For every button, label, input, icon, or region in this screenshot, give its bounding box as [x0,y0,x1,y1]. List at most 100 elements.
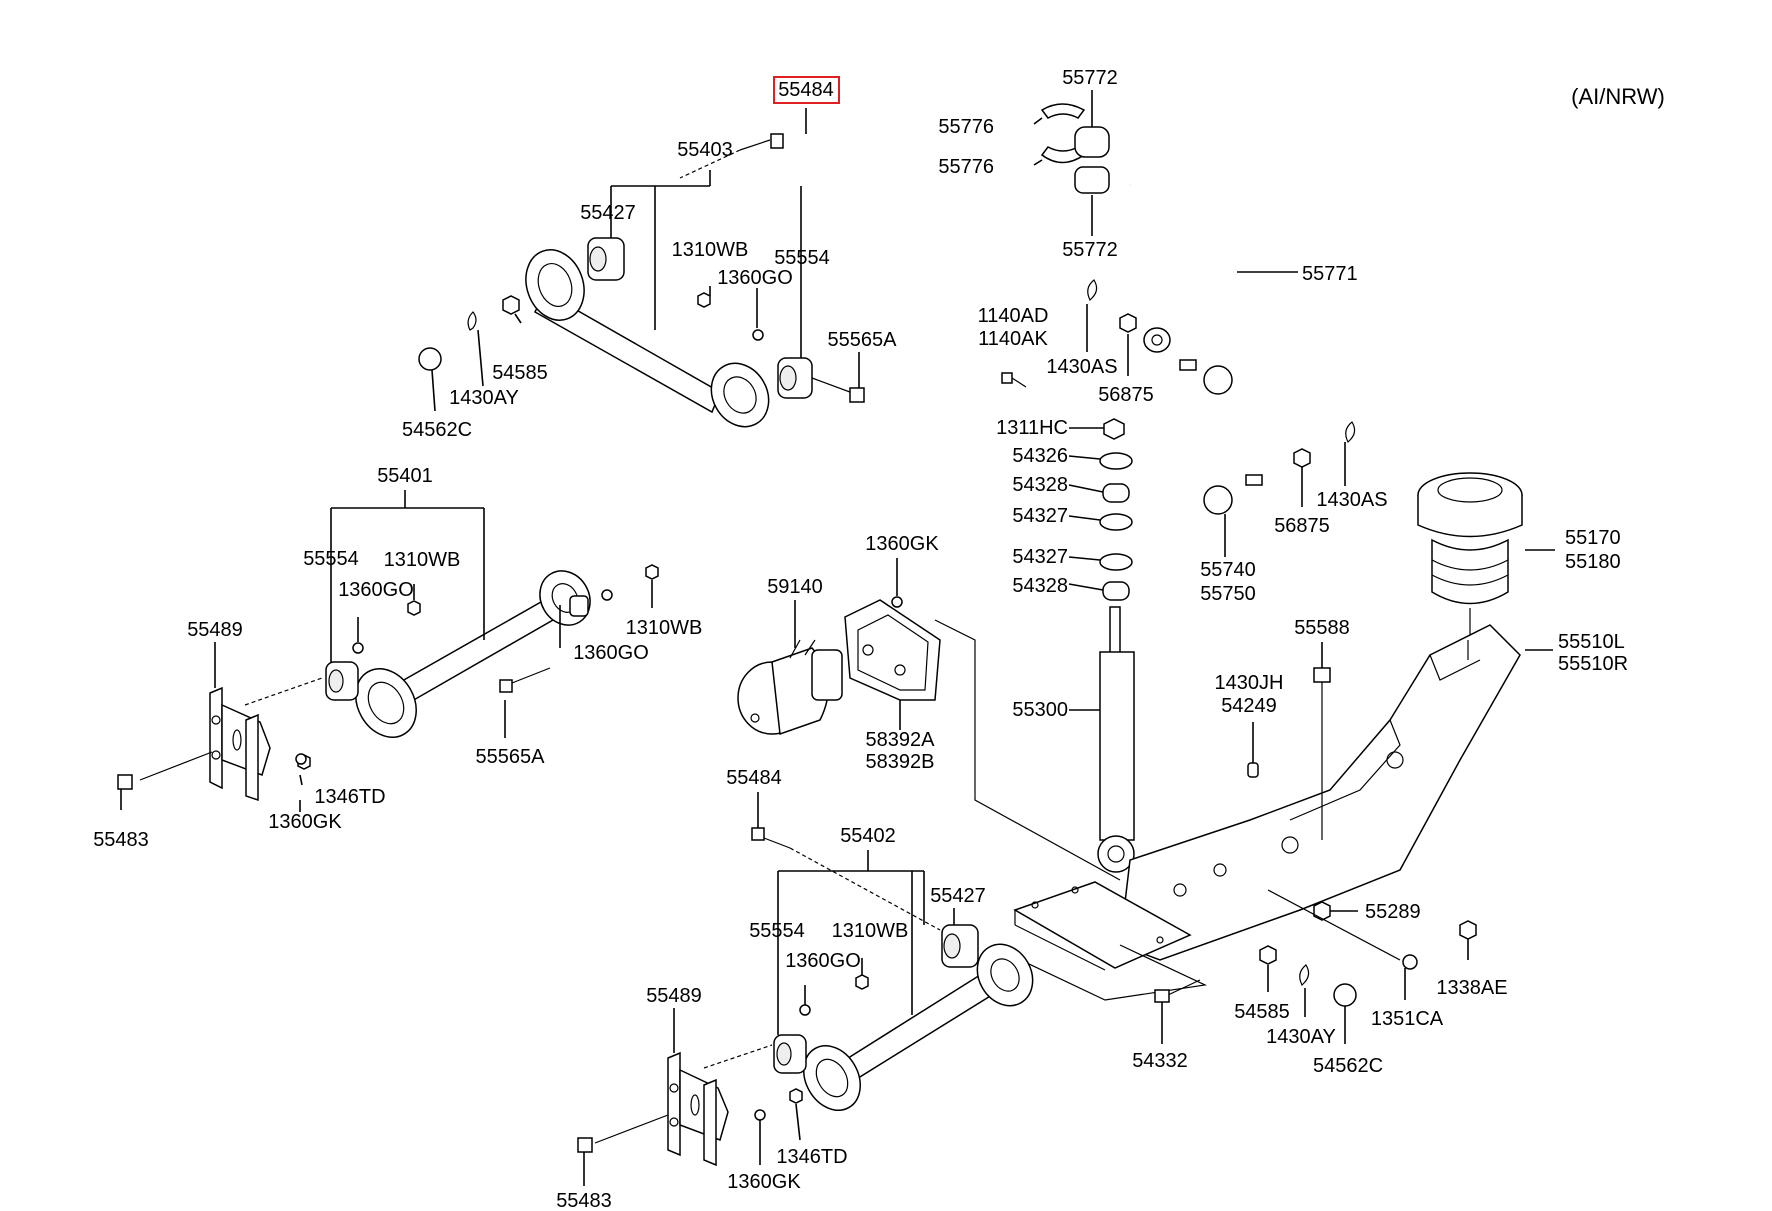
bracket-55489-bot [667,1051,729,1167]
label-54332: 54332 [1132,1050,1188,1072]
label-55776-b: 55776 [938,156,994,178]
label-54562C-bot: 54562C [1313,1055,1383,1077]
nut-1310WB-mid2 [645,564,659,580]
label-54328-a: 54328 [1012,474,1068,496]
washer-1360GO-bot [799,1004,811,1016]
washer-54326 [1099,452,1133,470]
label-58392A: 58392A [866,729,936,751]
label-1360GO-mid2: 1360GO [573,642,649,664]
pin-1430JH [1247,762,1259,778]
label-54327-b: 54327 [1012,546,1068,568]
label-55483-mid: 55483 [93,829,149,851]
label-1360GO-mid: 1360GO [338,579,414,601]
cotter-pin-1430AS-b [1345,421,1356,444]
nut-55289 [1313,901,1331,921]
bolt-54332 [1154,989,1170,1003]
label-1360GK-mid: 1360GK [268,811,342,833]
nut-1310WB-mid [407,600,421,616]
label-1430AY-bot: 1430AY [1266,1026,1336,1048]
label-1310WB-mid2: 1310WB [626,617,703,639]
label-55588: 55588 [1294,617,1350,639]
label-55565A-mid: 55565A [476,746,546,768]
label-1310WB-bot: 1310WB [832,920,909,942]
label-55289: 55289 [1365,901,1421,923]
frame-55510-assembly [1009,624,1553,1044]
label-55401: 55401 [377,465,433,487]
nut-1346TD-bot [789,1088,803,1104]
label-55776-a: 55776 [938,116,994,138]
label-55750: 55750 [1200,583,1256,605]
label-1346TD-bot: 1346TD [776,1146,847,1168]
label-54326: 54326 [1012,445,1068,467]
label-55565A-top: 55565A [828,329,898,351]
nut-1311HC [1103,418,1125,440]
label-55554-mid: 55554 [303,548,359,570]
label-55427-bot: 55427 [930,885,986,907]
label-55510R: 55510R [1558,653,1628,675]
label-1360GO-top: 1360GO [717,267,793,289]
nut-54585-top [502,295,520,315]
label-55510L: 55510L [1558,631,1625,653]
label-55489-bot: 55489 [646,985,702,1007]
stabilizer-bar-assembly [1033,90,1356,557]
label-1140AK: 1140AK [978,328,1048,350]
bushing-55772-a [1074,126,1110,158]
label-1360GK-bracket: 1360GK [865,533,939,555]
label-58392B: 58392B [866,751,935,773]
label-55554-top: 55554 [774,247,830,269]
cotter-pin-1430AY-bot [1299,964,1310,987]
label-1338AE: 1338AE [1436,977,1507,999]
bolt-55484-bot [751,827,765,841]
variant-note: (AI/NRW) [1571,84,1665,109]
bracket-55489-mid [209,686,271,802]
bolt-55484-top [679,133,784,179]
bushing-54328-a [1102,483,1130,503]
nut-1310WB-bot [855,974,869,990]
label-1140AD: 1140AD [978,305,1049,327]
washer-1360GO-mid [352,642,364,654]
label-1430AS-a: 1430AS [1046,356,1117,378]
label-54562C-top: 54562C [402,419,472,441]
label-55180: 55180 [1565,551,1621,573]
label-55403: 55403 [677,139,733,161]
label-1430AS-b: 1430AS [1316,489,1387,511]
highlight-box-55484 [773,76,840,104]
nut-1310WB-top [697,292,711,308]
shock-absorber-assembly [1001,372,1135,873]
label-55554-bot: 55554 [749,920,805,942]
label-55402: 55402 [840,825,896,847]
nut-56875-b [1293,448,1311,468]
nut-54585-bot [1259,945,1277,965]
label-55771: 55771 [1302,263,1358,285]
label-1430JH: 1430JH [1215,672,1284,694]
upper-control-arm-assembly [418,108,865,428]
bracket-55776-a [1040,103,1086,119]
air-spring-assembly [1417,472,1555,640]
label-1310WB-mid: 1310WB [384,549,461,571]
washer-1360GO-mid2 [601,589,613,601]
label-54327-a: 54327 [1012,505,1068,527]
label-1360GK-bot: 1360GK [727,1171,801,1193]
label-54328-b: 54328 [1012,575,1068,597]
label-1430AY-top: 1430AY [449,387,519,409]
label-55740: 55740 [1200,559,1256,581]
label-55427-top: 55427 [580,202,636,224]
cotter-pin-1430AY-top [467,311,477,331]
label-1351CA: 1351CA [1371,1008,1444,1030]
label-54249: 54249 [1221,695,1277,717]
washer-1360GK-bracket [891,596,903,608]
label-1346TD-mid: 1346TD [314,786,385,808]
washer-1360GK-bot [754,1109,766,1121]
label-55300: 55300 [1012,699,1068,721]
label-55772-b: 55772 [1062,239,1118,261]
cap-54562C-top [418,347,442,371]
cotter-pin-1430AS-a [1087,279,1098,302]
label-1311HC: 1311HC [996,417,1068,439]
middle-control-arm-assembly [117,490,659,812]
label-54585-top: 54585 [492,362,548,384]
label-54585-bot: 54585 [1234,1001,1290,1023]
washer-54327-a [1099,513,1133,531]
label-56875-a: 56875 [1098,384,1154,406]
washer-54327-b [1099,553,1133,571]
